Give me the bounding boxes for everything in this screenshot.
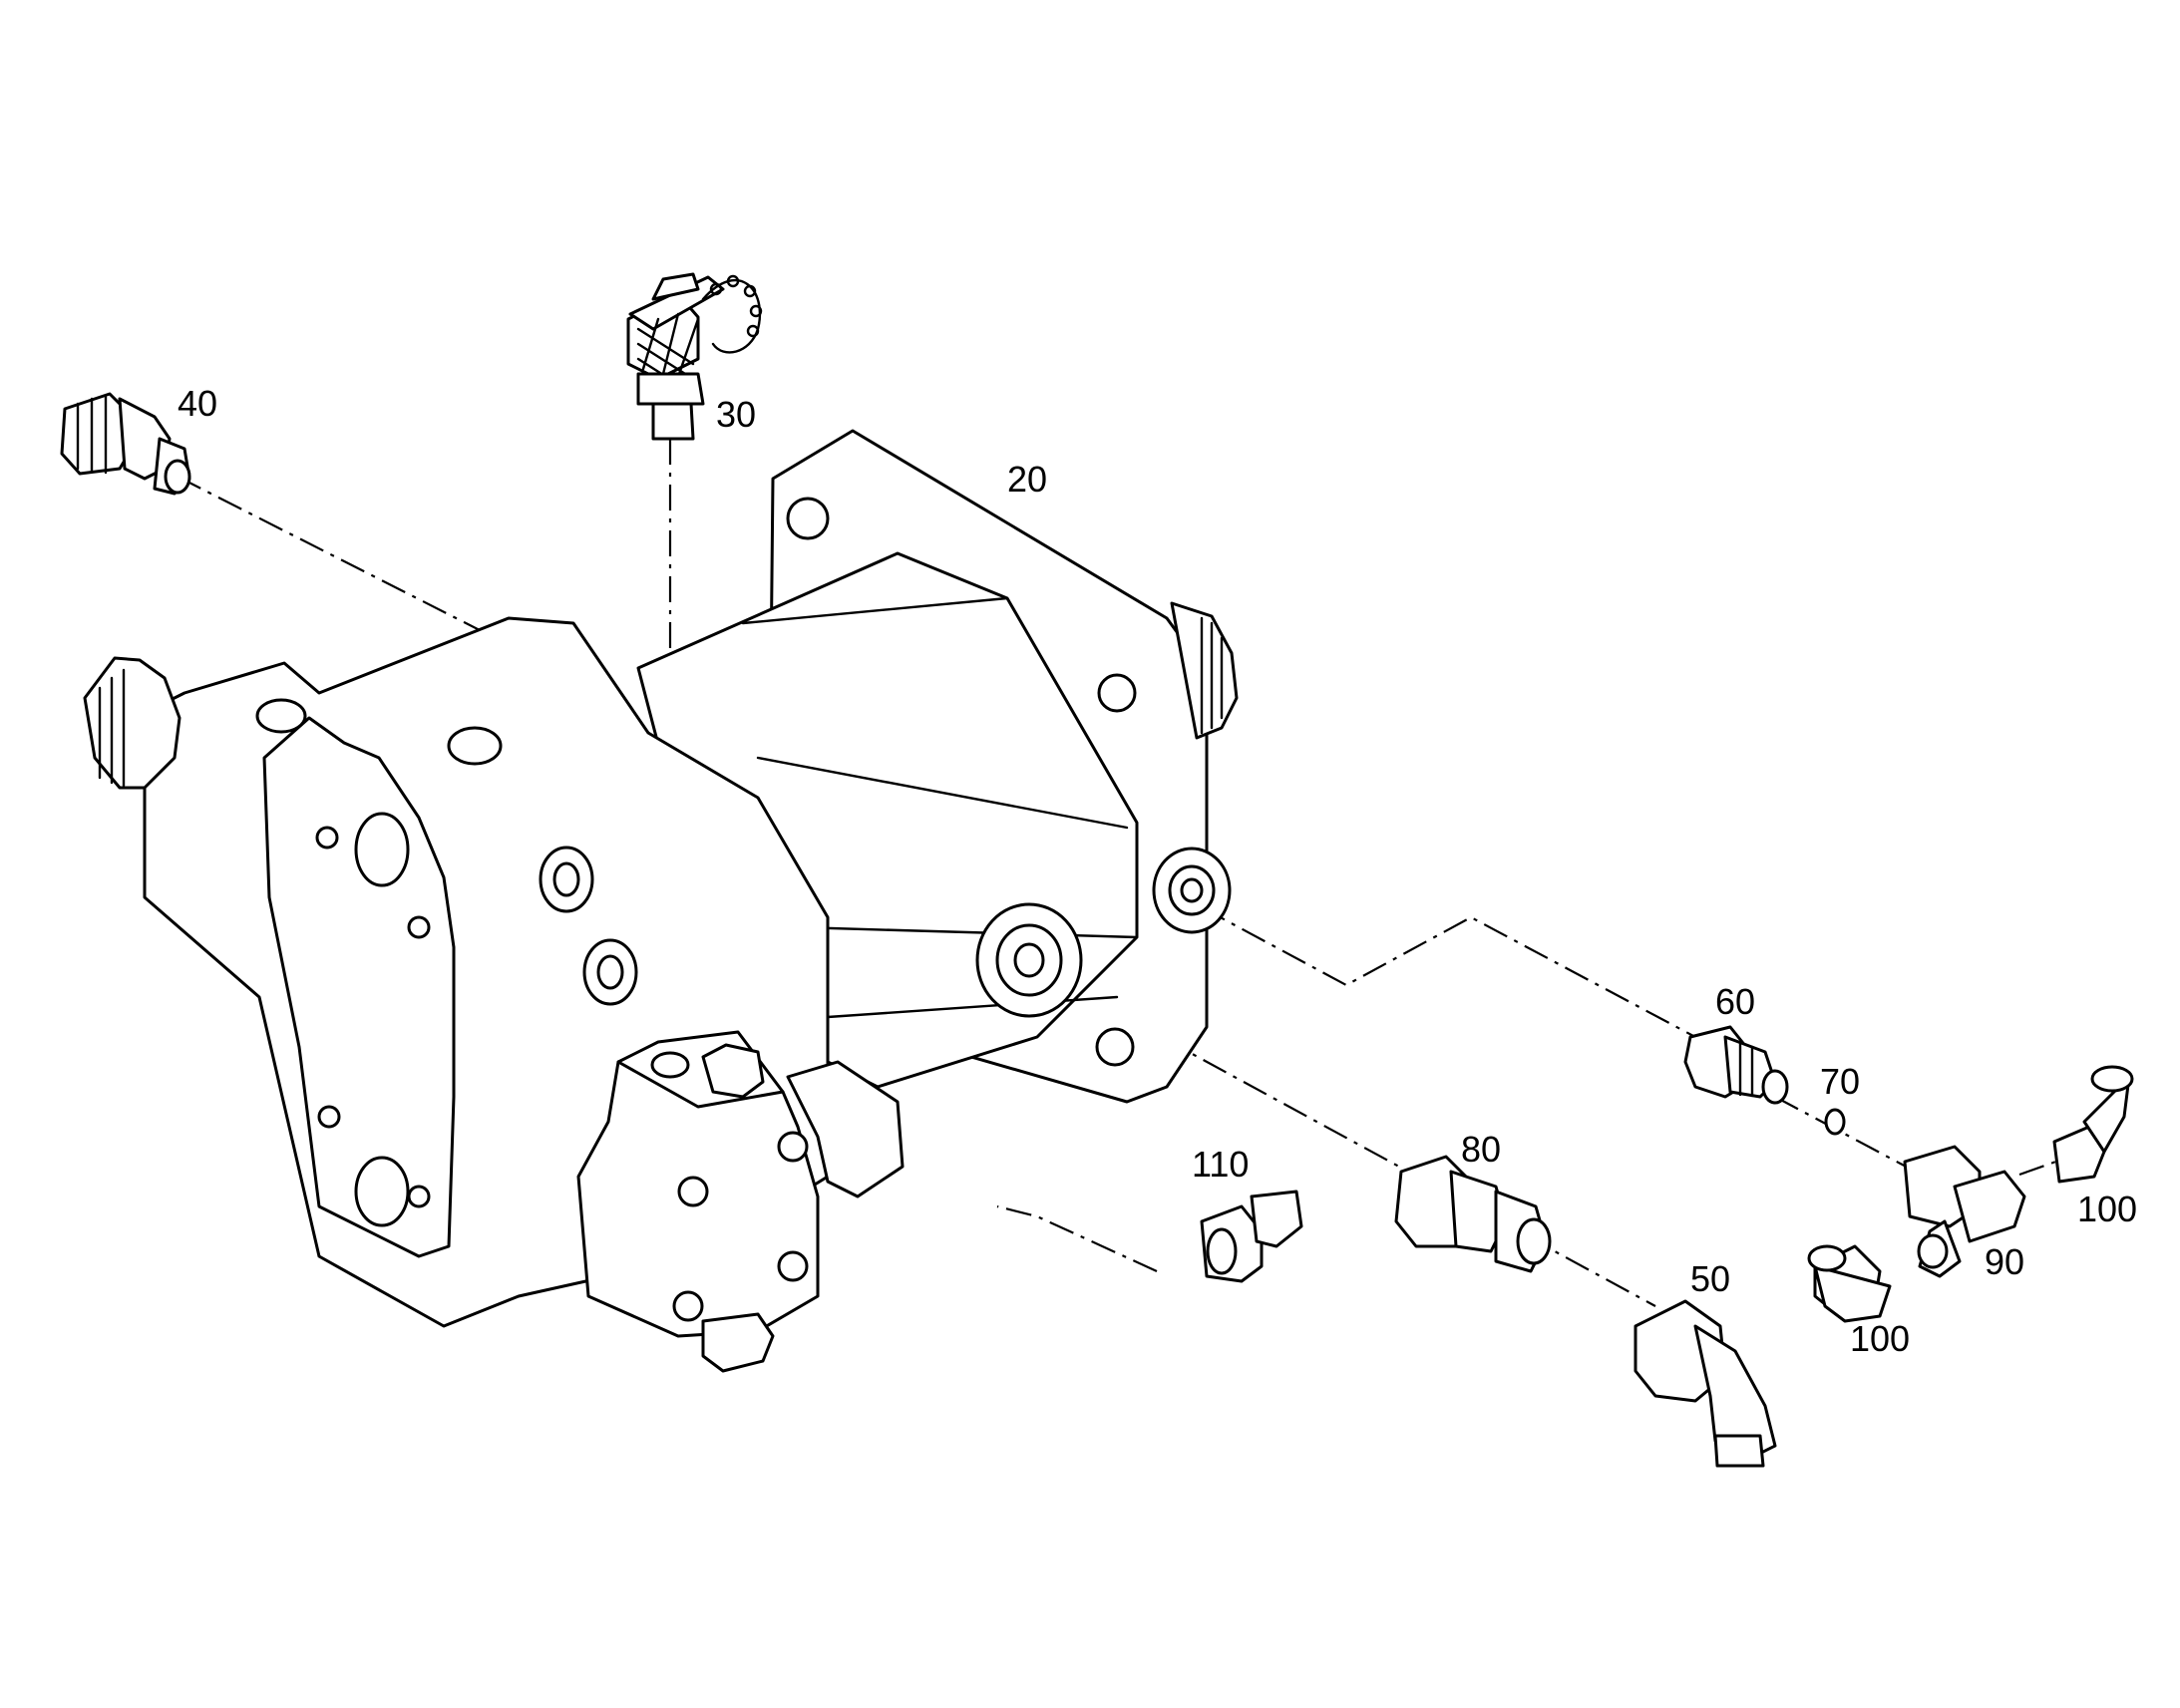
callout-30: 30 (716, 394, 756, 435)
elbow-fitting-part-100-upper[interactable] (2052, 1065, 2134, 1184)
plug-fitting-part-110[interactable] (1200, 1190, 1303, 1283)
straight-fitting-part-60[interactable] (1683, 1025, 1789, 1105)
adapter-fitting-part-80[interactable] (1394, 1155, 1552, 1273)
callout-100-lower: 100 (1850, 1318, 1910, 1359)
callout-60: 60 (1715, 981, 1755, 1022)
callout-70: 70 (1820, 1061, 1860, 1102)
callout-80: 80 (1461, 1129, 1501, 1170)
callout-90: 90 (1985, 1241, 2024, 1282)
test-coupling-part-30[interactable] (626, 272, 763, 441)
callout-40: 40 (178, 383, 217, 424)
callout-20: 20 (1007, 459, 1047, 500)
callout-100-upper: 100 (2077, 1189, 2137, 1229)
callout-labels: 20 30 40 60 70 80 110 50 90 100 100 (178, 383, 2137, 1359)
tee-fitting-part-90[interactable] (1903, 1145, 2026, 1278)
straight-fitting-part-40[interactable] (60, 392, 191, 496)
hydraulic-motor-part-20[interactable] (83, 429, 1239, 1373)
elbow-fitting-part-100-lower[interactable] (1807, 1244, 1892, 1323)
callout-50: 50 (1690, 1258, 1730, 1299)
callout-110: 110 (1192, 1144, 1249, 1185)
elbow-fitting-part-50[interactable] (1634, 1299, 1777, 1468)
o-ring-part-70[interactable] (1824, 1108, 1846, 1136)
